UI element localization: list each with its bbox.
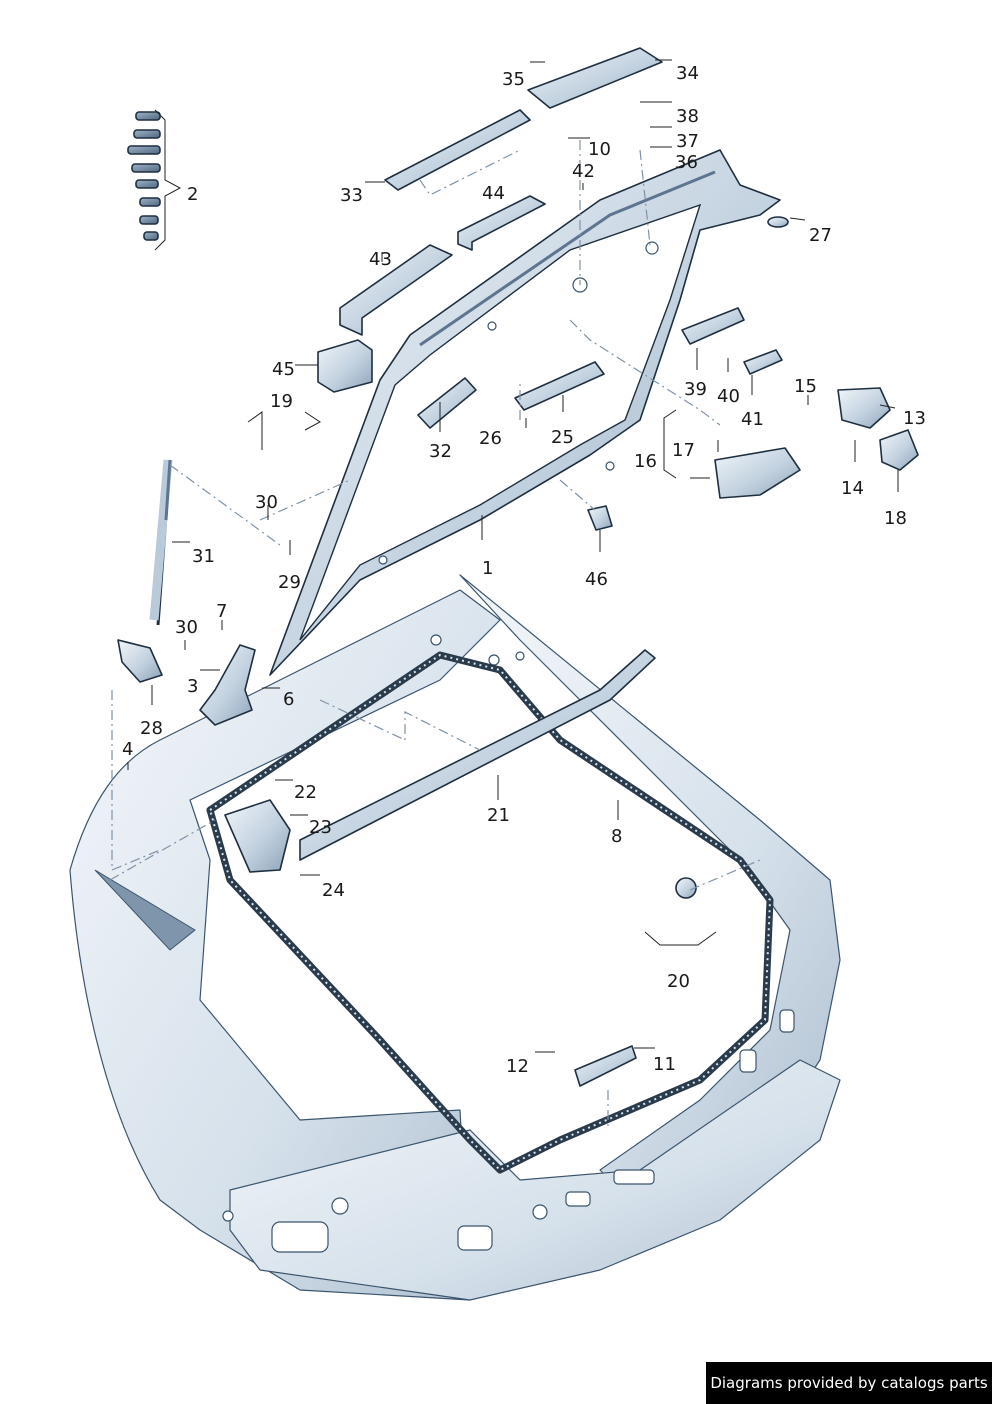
lid-top-rib [419, 170, 716, 347]
release-button [743, 349, 783, 375]
callout-25: 25 [551, 427, 574, 448]
callout-43: 43 [369, 249, 392, 270]
callout-20: 20 [667, 971, 690, 992]
callout-34: 34 [676, 63, 699, 84]
callout-1: 1 [482, 558, 493, 579]
callout-31: 31 [192, 546, 215, 567]
quarter-window [94, 869, 196, 951]
strip-part [384, 109, 531, 191]
callout-labels: 1 2 3 4 6 7 8 10 11 12 13 14 15 16 17 18… [122, 63, 926, 1077]
callout-27: 27 [809, 225, 832, 246]
leader-lines [127, 59, 899, 1053]
sill-trim [299, 649, 656, 861]
cover-plate [527, 47, 663, 109]
rear-body-panel [69, 574, 841, 1301]
callout-32: 32 [429, 441, 452, 462]
callout-37: 37 [676, 131, 699, 152]
callout-24: 24 [322, 880, 345, 901]
bracket-plate [117, 639, 163, 683]
lid-damper [514, 361, 605, 411]
callout-19: 19 [270, 391, 293, 412]
callout-33: 33 [340, 185, 363, 206]
callout-11: 11 [653, 1054, 676, 1075]
closing-motor [714, 447, 801, 499]
cap [767, 216, 789, 228]
callout-29: 29 [278, 572, 301, 593]
callout-42: 42 [572, 161, 595, 182]
callout-4: 4 [122, 739, 133, 760]
callout-7: 7 [216, 601, 227, 622]
screw-set [127, 111, 161, 241]
callout-6: 6 [283, 689, 294, 710]
callout-26: 26 [479, 428, 502, 449]
callout-10: 10 [588, 139, 611, 160]
foam-block [317, 339, 373, 393]
callout-23: 23 [309, 817, 332, 838]
callout-3: 3 [187, 676, 198, 697]
callout-38: 38 [676, 106, 699, 127]
callout-21: 21 [487, 805, 510, 826]
callout-44: 44 [482, 183, 505, 204]
callout-16: 16 [634, 451, 657, 472]
callout-17: 17 [672, 440, 695, 461]
lock-cover [879, 429, 919, 471]
foam-block [339, 244, 453, 336]
trunk-hinge [199, 644, 256, 726]
callout-41: 41 [741, 409, 764, 430]
callout-14: 14 [841, 478, 864, 499]
callout-28: 28 [140, 718, 163, 739]
lid-inner-opening [299, 203, 702, 641]
callout-46: 46 [585, 569, 608, 590]
foam-block [457, 195, 546, 251]
hinge-bracket [417, 377, 477, 429]
lock-bracket [224, 799, 291, 873]
callout-30-upper: 30 [255, 492, 278, 513]
callout-8: 8 [611, 826, 622, 847]
callout-36: 36 [675, 152, 698, 173]
callout-18: 18 [884, 508, 907, 529]
callout-2: 2 [187, 184, 198, 205]
credit-banner: Diagrams provided by catalogs parts [706, 1362, 992, 1404]
lid-lock [837, 387, 891, 429]
rubber-buffer [675, 877, 697, 899]
callout-30-lower: 30 [175, 617, 198, 638]
callout-35: 35 [502, 69, 525, 90]
callout-22: 22 [294, 782, 317, 803]
connector-guides [109, 140, 761, 1130]
gas-strut [149, 459, 173, 626]
clip [587, 505, 613, 531]
trunk-lid [269, 149, 781, 676]
callout-39: 39 [684, 379, 707, 400]
callout-12: 12 [506, 1056, 529, 1077]
callout-45: 45 [272, 359, 295, 380]
callout-40: 40 [717, 386, 740, 407]
callout-15: 15 [794, 376, 817, 397]
callout-13: 13 [903, 408, 926, 429]
latch-striker [574, 1045, 637, 1087]
plate-light [681, 307, 745, 345]
